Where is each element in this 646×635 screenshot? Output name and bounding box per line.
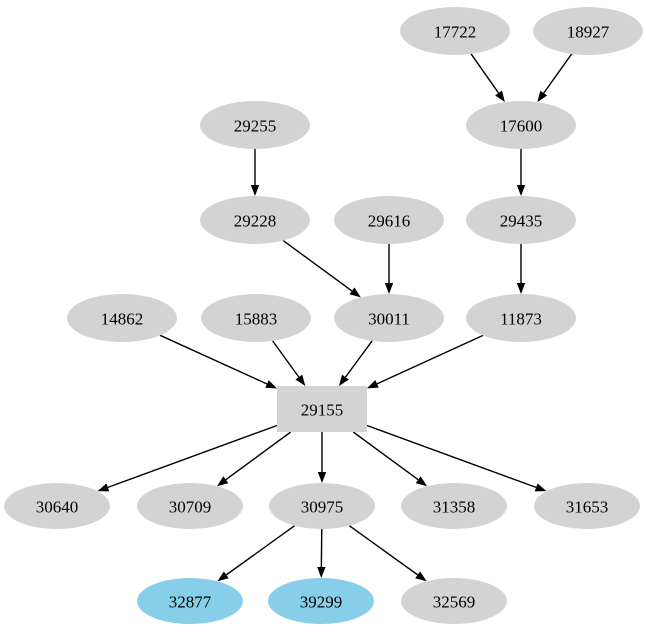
graph-node-30011[interactable]: 30011 — [334, 294, 444, 342]
graph-node-32569[interactable]: 32569 — [401, 578, 507, 624]
graph-edge — [366, 424, 537, 489]
graph-edge — [470, 53, 500, 94]
node-shape-30975[interactable] — [269, 483, 375, 529]
node-shape-29155[interactable] — [277, 386, 367, 432]
graph-edge-arrowhead — [537, 90, 548, 103]
node-shape-31653[interactable] — [534, 483, 640, 529]
node-shape-29255[interactable] — [200, 101, 310, 149]
graph-edge-arrowhead — [317, 472, 327, 483]
graph-edge-arrowhead — [495, 90, 505, 103]
node-shape-31358[interactable] — [401, 483, 507, 529]
graph-node-11873[interactable]: 11873 — [466, 294, 576, 342]
graph-node-29228[interactable]: 29228 — [200, 196, 310, 244]
nodes-layer: 17722 18927 17600 29255 29228 29616 29435 14862… — [4, 7, 643, 624]
graph-edge — [225, 525, 296, 576]
graph-edge — [352, 431, 419, 481]
node-shape-17722[interactable] — [400, 7, 510, 55]
graph-edge-arrowhead — [384, 283, 394, 294]
node-shape-29616[interactable] — [334, 196, 444, 244]
node-shape-32569[interactable] — [401, 578, 507, 624]
node-shape-32877[interactable] — [137, 578, 243, 624]
node-shape-30709[interactable] — [137, 483, 243, 529]
graph-edge — [543, 53, 573, 94]
edges-layer — [97, 53, 573, 582]
node-shape-18927[interactable] — [533, 7, 643, 55]
node-shape-30011[interactable] — [334, 294, 444, 342]
graph-node-30640[interactable]: 30640 — [4, 483, 110, 529]
graph-edge — [282, 240, 353, 292]
graph-edge — [272, 340, 300, 378]
node-shape-17600[interactable] — [466, 101, 576, 149]
graph-edge-arrowhead — [97, 483, 110, 492]
node-shape-39299[interactable] — [268, 578, 374, 624]
graph-edge-arrowhead — [317, 566, 326, 578]
graph-node-32877[interactable]: 32877 — [137, 578, 243, 624]
graph-node-17722[interactable]: 17722 — [400, 7, 510, 55]
graph-node-29435[interactable]: 29435 — [466, 196, 576, 244]
graph-node-39299[interactable]: 39299 — [268, 578, 374, 624]
graph-edge-arrowhead — [415, 571, 427, 582]
graph-edge-arrowhead — [338, 374, 349, 386]
graph-node-15883[interactable]: 15883 — [201, 294, 311, 342]
graph-node-31653[interactable]: 31653 — [534, 483, 640, 529]
node-shape-29228[interactable] — [200, 196, 310, 244]
graph-edge — [107, 424, 278, 489]
graph-node-18927[interactable]: 18927 — [533, 7, 643, 55]
graph-edge — [344, 340, 373, 378]
node-shape-14862[interactable] — [67, 294, 177, 342]
graph-node-31358[interactable]: 31358 — [401, 483, 507, 529]
graph-node-29155[interactable]: 29155 — [277, 386, 367, 432]
node-shape-15883[interactable] — [201, 294, 311, 342]
graph-edge — [348, 525, 419, 576]
graph-edge — [159, 334, 268, 385]
graph-node-29255[interactable]: 29255 — [200, 101, 310, 149]
graph-edge — [225, 431, 292, 481]
graph-edge-arrowhead — [415, 476, 428, 487]
graph-edge-arrowhead — [265, 380, 277, 389]
graph-edge-arrowhead — [349, 287, 361, 298]
graph-edge-arrowhead — [217, 571, 229, 582]
graph-node-30975[interactable]: 30975 — [269, 483, 375, 529]
graph-node-30709[interactable]: 30709 — [137, 483, 243, 529]
graph-edge-arrowhead — [250, 185, 260, 196]
graph-node-14862[interactable]: 14862 — [67, 294, 177, 342]
graph-node-29616[interactable]: 29616 — [334, 196, 444, 244]
graph-edge-arrowhead — [534, 483, 547, 492]
node-shape-11873[interactable] — [466, 294, 576, 342]
graph-edge-arrowhead — [295, 374, 306, 386]
graph-edge-arrowhead — [216, 476, 229, 487]
graph-edge-arrowhead — [367, 380, 379, 389]
graph-node-17600[interactable]: 17600 — [466, 101, 576, 149]
node-shape-30640[interactable] — [4, 483, 110, 529]
node-shape-29435[interactable] — [466, 196, 576, 244]
graph-edge-arrowhead — [516, 283, 526, 294]
graph-edge — [376, 334, 484, 385]
graph-edge-arrowhead — [516, 185, 526, 196]
